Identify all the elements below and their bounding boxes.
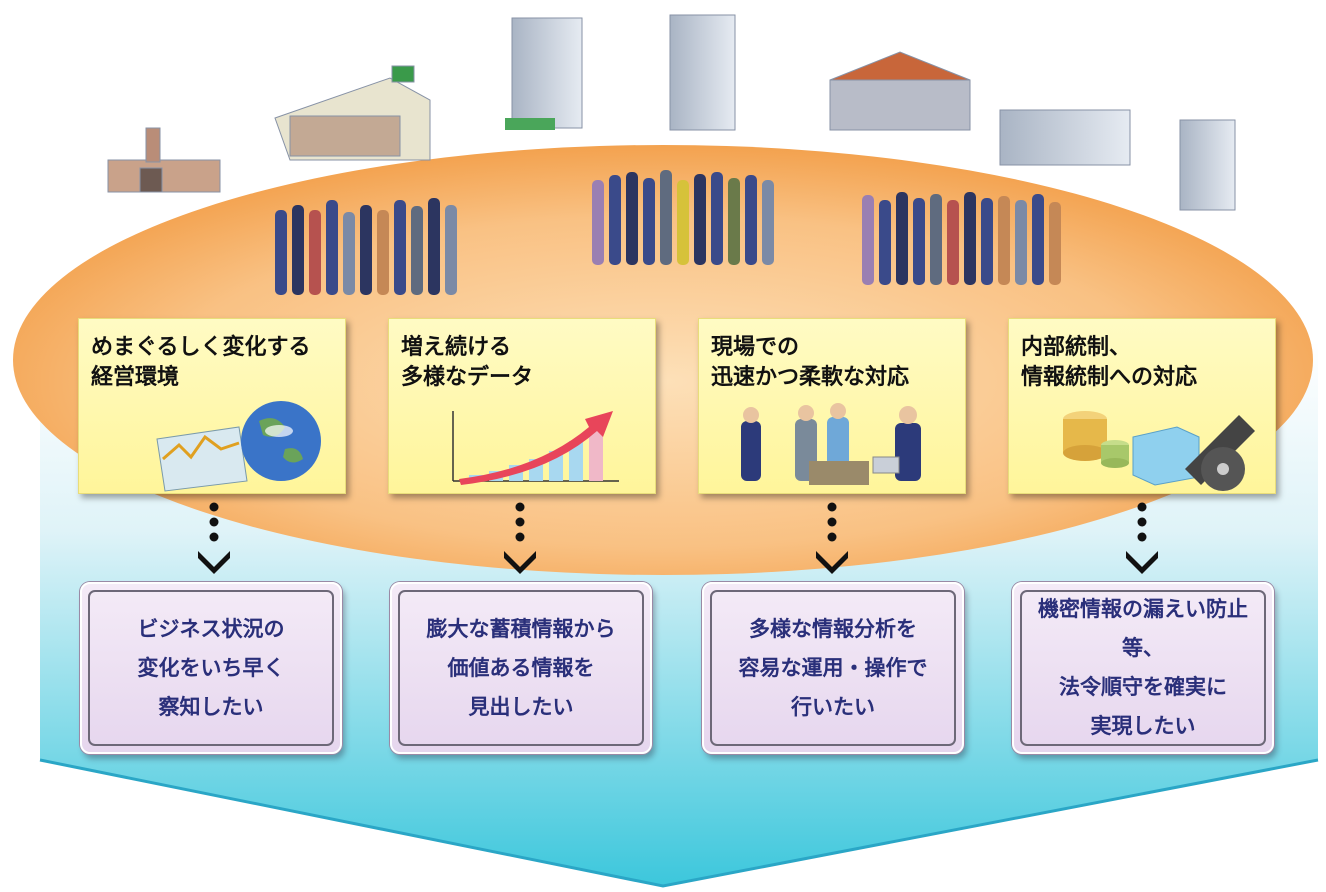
need-text: 機密情報の漏えい防止等、 法令順守を確実に 実現したい [1038,597,1248,738]
need-box-frame: ビジネス状況の 変化をいち早く 察知したい [88,590,334,746]
globe-chart-icon [156,401,321,492]
need-box-4: 機密情報の漏えい防止等、 法令順守を確実に 実現したい [1012,582,1274,754]
challenge-title: 内部統制、 情報統制への対応 [1021,335,1198,390]
building-clocktower [107,127,221,193]
connector-arrows [198,502,1158,574]
need-box-frame: 機密情報の漏えい防止等、 法令順守を確実に 実現したい [1020,590,1266,746]
connector-arrow-1 [198,502,230,574]
need-text: 膨大な蓄積情報から 価値ある情報を 見出したい [426,616,616,719]
connector-arrow-3 [816,502,848,574]
people-group-center [592,170,774,265]
need-box-3: 多様な情報分析を 容易な運用・操作で 行いたい [702,582,964,754]
buildings [107,14,1236,211]
challenge-title: 増え続ける 多様なデータ [401,335,534,390]
building-office-1 [829,51,971,131]
building-office-2 [999,109,1131,166]
challenge-title: 現場での 迅速かつ柔軟な対応 [711,335,910,390]
need-text: 多様な情報分析を 容易な運用・操作で 行いたい [738,616,928,719]
people-group-left [275,198,457,295]
building-hospital [274,65,431,161]
people-group-right [862,192,1061,285]
need-box-2: 膨大な蓄積情報から 価値ある情報を 見出したい [390,582,652,754]
building-tower-3 [1179,119,1236,211]
data-storage-icon [1063,411,1255,491]
challenge-box-2: 増え続ける 多様なデータ [388,318,656,494]
challenge-title: めまぐるしく変化する 経営環境 [91,335,311,390]
need-box-frame: 多様な情報分析を 容易な運用・操作で 行いたい [710,590,956,746]
challenge-box-4: 内部統制、 情報統制への対応 [1008,318,1276,494]
building-tower-1 [505,17,583,130]
need-text: ビジネス状況の 変化をいち早く 察知したい [137,616,285,719]
challenge-box-1: めまぐるしく変化する 経営環境 [78,318,346,494]
building-tower-2 [669,14,736,131]
need-box-frame: 膨大な蓄積情報から 価値ある情報を 見出したい [398,590,644,746]
challenge-box-3: 現場での 迅速かつ柔軟な対応 [698,318,966,494]
connector-arrow-2 [504,502,536,574]
need-box-1: ビジネス状況の 変化をいち早く 察知したい [80,582,342,754]
growth-chart-icon [452,411,619,485]
business-people-icon [741,403,921,485]
people-groups [275,170,1061,295]
connector-arrow-4 [1126,502,1158,574]
